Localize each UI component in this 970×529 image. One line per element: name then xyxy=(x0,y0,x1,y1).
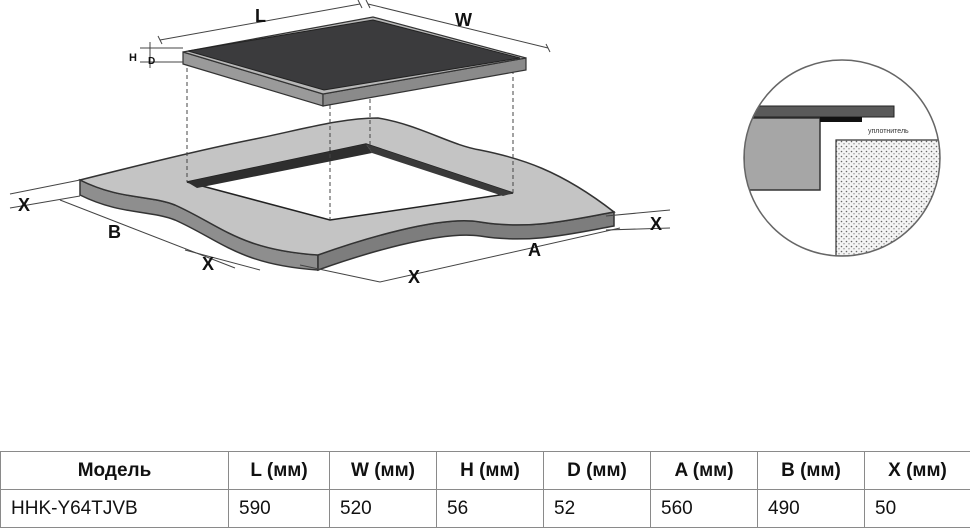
cell-X: 50 xyxy=(864,489,970,528)
dim-label-A: A xyxy=(528,240,541,260)
cutout-inner-wall-right xyxy=(366,144,513,196)
hob xyxy=(182,16,527,107)
header-model: Модель xyxy=(0,451,229,490)
detail-circle-border xyxy=(743,59,941,257)
cell-D: 52 xyxy=(543,489,651,528)
table-row: HHK-Y64TJVB 590 520 56 52 560 490 50 xyxy=(0,489,970,528)
dim-label-W: W xyxy=(455,10,472,30)
cell-H: 56 xyxy=(436,489,544,528)
detail-seal xyxy=(820,117,862,122)
header-X: X (мм) xyxy=(864,451,970,490)
cell-W: 520 xyxy=(329,489,437,528)
detail-hob-body xyxy=(835,139,940,256)
header-B: B (мм) xyxy=(757,451,865,490)
cell-A: 560 xyxy=(650,489,758,528)
header-D: D (мм) xyxy=(543,451,651,490)
seal-detail: уплотнитель xyxy=(743,59,941,257)
header-W: W (мм) xyxy=(329,451,437,490)
cell-model: HHK-Y64TJVB xyxy=(0,489,229,528)
detail-glass-panel xyxy=(744,105,895,118)
dim-label-D: D xyxy=(148,56,155,67)
header-L: L (мм) xyxy=(228,451,330,490)
dim-label-L: L xyxy=(255,6,266,26)
detail-seal-label: уплотнитель xyxy=(868,128,909,135)
table-header-row: Модель L (мм) W (мм) H (мм) D (мм) A (мм… xyxy=(0,451,970,490)
dimension-lines xyxy=(9,0,671,283)
cell-L: 590 xyxy=(228,489,330,528)
cell-B: 490 xyxy=(757,489,865,528)
installation-diagram: L W H D X B X X A X уплотнитель xyxy=(9,0,941,287)
dim-label-H: H xyxy=(129,52,137,64)
projection-lines xyxy=(186,68,514,220)
dim-label-X-left: X xyxy=(18,195,30,215)
dim-label-X-right: X xyxy=(650,214,662,234)
header-H: H (мм) xyxy=(436,451,544,490)
hob-glass xyxy=(187,19,521,91)
header-A: A (мм) xyxy=(650,451,758,490)
dim-label-X-bottom-right: X xyxy=(408,267,420,287)
dim-label-X-bottom-left: X xyxy=(202,254,214,274)
detail-countertop-section xyxy=(744,117,821,191)
dim-label-B: B xyxy=(108,222,121,242)
cutout-inner-walls xyxy=(187,144,372,188)
countertop xyxy=(77,117,616,272)
spec-table: Модель L (мм) W (мм) H (мм) D (мм) A (мм… xyxy=(0,451,970,528)
